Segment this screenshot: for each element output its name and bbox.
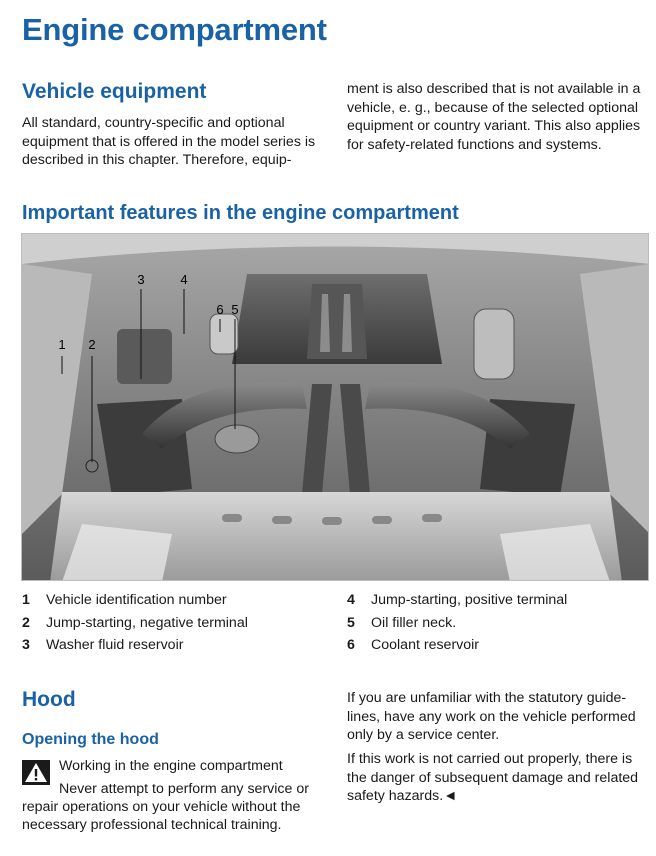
warning-line-3: necessary professional technical trainin… (22, 817, 282, 833)
callout-4: 4 (180, 272, 187, 287)
hood-text-right-1: If you are unfamiliar with the statutory… (347, 690, 636, 743)
legend-item: 1 Vehicle identification number (22, 592, 248, 615)
callout-6: 6 (216, 302, 223, 317)
legend-num: 2 (22, 614, 30, 631)
legend-label: Coolant reservoir (371, 637, 480, 653)
legend-item: 2 Jump-starting, negative terminal (22, 615, 248, 638)
legend-left: 1 Vehicle identification number 2 Jump-s… (22, 592, 248, 660)
warning-icon (22, 760, 50, 785)
hood-text-right-2: If this work is not carried out properly… (347, 751, 639, 804)
legend-right: 4 Jump-starting, positive terminal 5 Oil… (347, 592, 567, 660)
legend-item: 5 Oil filler neck. (347, 615, 567, 638)
legend-item: 4 Jump-starting, positive terminal (347, 592, 567, 615)
warning-line-2: repair operations on your vehicle withou… (22, 799, 301, 815)
hood-heading: Hood (22, 688, 76, 711)
vehicle-equipment-heading: Vehicle equipment (22, 80, 207, 103)
features-heading: Important features in the engine compart… (22, 202, 459, 224)
legend-label: Oil filler neck. (371, 614, 457, 631)
opening-hood-subheading: Opening the hood (22, 731, 159, 748)
legend-label: Jump-starting, negative terminal (46, 614, 248, 631)
vehicle-equipment-text-right: ment is also described that is not avail… (347, 81, 641, 153)
engine-illustration: 1 2 3 4 6 5 (22, 234, 648, 580)
legend-item: 3 Washer fluid reservoir (22, 637, 248, 660)
engine-compartment-figure: 1 2 3 4 6 5 (21, 233, 649, 581)
vehicle-equipment-text-left: All standard, country-specific and optio… (22, 115, 316, 168)
legend-item: 6 Coolant reservoir (347, 637, 567, 660)
callout-2: 2 (88, 337, 95, 352)
legend-num: 6 (347, 637, 355, 653)
callout-1: 1 (58, 337, 65, 352)
callout-5: 5 (231, 302, 238, 317)
legend-label: Jump-starting, positive terminal (371, 592, 568, 608)
legend-num: 5 (347, 614, 355, 631)
legend-num: 1 (22, 592, 30, 608)
warning-title: Working in the engine compartment (59, 758, 283, 774)
legend-num: 4 (347, 592, 355, 608)
page-title: Engine compartment (22, 12, 327, 47)
callout-3: 3 (137, 272, 144, 287)
legend-label: Washer fluid reservoir (46, 637, 184, 653)
warning-line-1: Never attempt to perform any service or (59, 781, 309, 797)
legend-label: Vehicle identification number (46, 592, 227, 608)
legend-num: 3 (22, 637, 30, 653)
